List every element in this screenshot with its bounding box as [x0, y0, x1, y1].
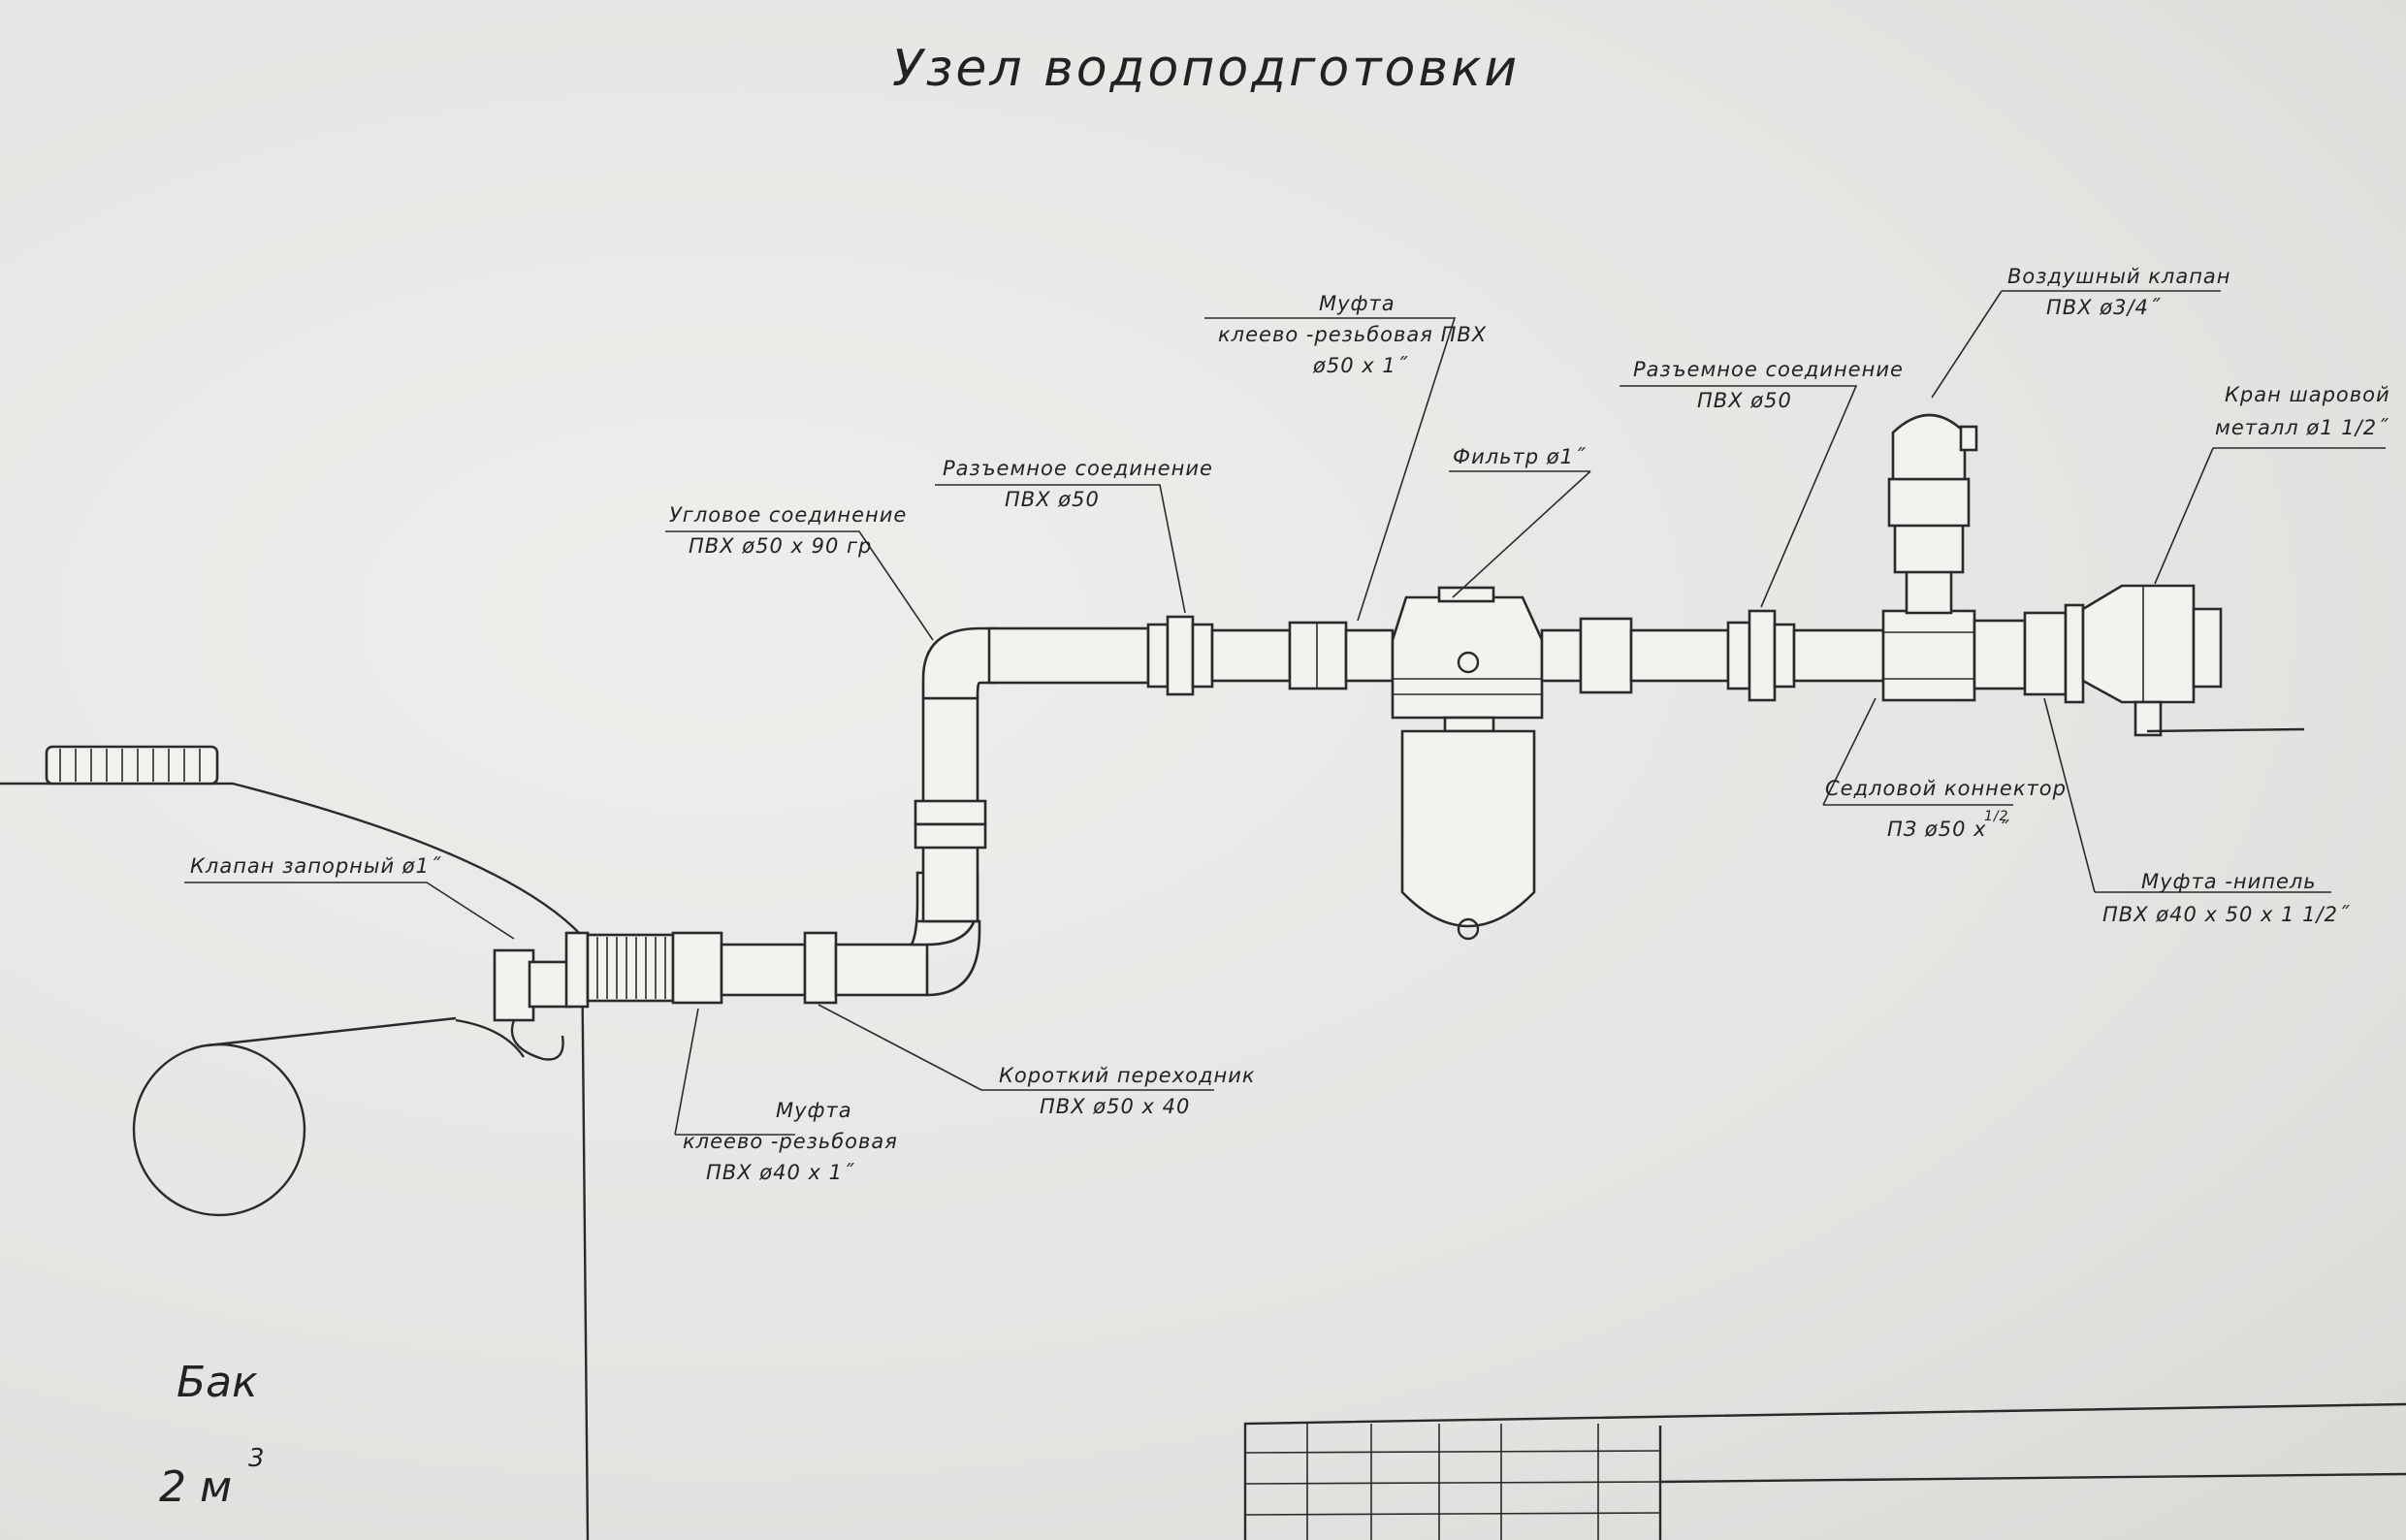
- riser: [909, 626, 999, 997]
- riser-union-top: [914, 799, 987, 826]
- callout-air-valve-l2: ПВХ ø3/4˝: [2046, 296, 2161, 319]
- callout-shutoff-valve: Клапан запорный ø1˝: [190, 854, 441, 878]
- callout-short-adapter-l1: Короткий переходник: [999, 1064, 1256, 1087]
- tank-volume-sup: 3: [248, 1444, 266, 1473]
- callout-saddle-l1: Седловой коннектор: [1825, 777, 2067, 800]
- callout-ball-valve-l1: Кран шаровой: [2225, 383, 2390, 406]
- float-ball: [132, 1043, 306, 1217]
- tank-label: Бак: [176, 1358, 258, 1407]
- callout-elbow-l2: ПВХ ø50 x 90 гр: [689, 534, 872, 558]
- union-2: [1748, 609, 1777, 702]
- callout-coupling-40-l2: клеево -резьбовая: [683, 1130, 898, 1153]
- title-block: [1243, 1402, 2406, 1540]
- callout-union-1-l2: ПВХ ø50: [1005, 488, 1100, 511]
- callout-ball-valve-l2: металл ø1 1/2˝: [2215, 416, 2389, 439]
- leader-lines: [184, 290, 2386, 1136]
- callout-nipple-l2: ПВХ ø40 x 50 x 1 1/2˝: [2102, 903, 2350, 926]
- callout-union-2-l1: Разъемное соединение: [1633, 358, 1904, 381]
- callout-saddle-tail: ˝: [1998, 818, 2009, 841]
- air-valve: [1887, 413, 1978, 615]
- threaded-nipple: [586, 933, 675, 1003]
- callout-nipple-l1: Муфта -нипель: [2141, 870, 2317, 893]
- tank-volume: 2 м: [159, 1462, 232, 1512]
- tank-lid: [45, 745, 219, 786]
- drawing-title: Узел водоподготовки: [892, 40, 1520, 98]
- tank-wall: [580, 935, 590, 1540]
- callout-air-valve-l1: Воздушный клапан: [2007, 265, 2231, 288]
- lower-pipe-run: [586, 931, 929, 1005]
- callout-union-2-l2: ПВХ ø50: [1697, 389, 1792, 412]
- coupling-40: [671, 931, 723, 1005]
- union-1: [1166, 615, 1195, 696]
- callout-coupling-50-l3: ø50 x 1˝: [1312, 354, 1408, 377]
- callout-coupling-40-l1: Муфта: [776, 1099, 852, 1122]
- callout-coupling-50-l2: клеево -резьбовая ПВХ: [1218, 323, 1487, 346]
- callout-short-adapter-l2: ПВХ ø50 x 40: [1040, 1095, 1190, 1118]
- float-arm: [207, 1016, 457, 1047]
- callouts: Клапан запорный ø1˝ Муфта клеево -резьбо…: [190, 265, 2390, 1184]
- upper-pipe-run: [987, 413, 2305, 941]
- callout-saddle-sup: 1/2: [1984, 809, 2009, 824]
- nipple-coupling: [2023, 611, 2068, 696]
- short-adapter: [803, 931, 838, 1005]
- callout-filter: Фильтр ø1˝: [1453, 445, 1586, 468]
- callout-coupling-40-l3: ПВХ ø40 x 1˝: [706, 1161, 854, 1184]
- callout-saddle-l2: ПЗ ø50 x: [1887, 818, 1987, 841]
- tank: Бак 2 м 3: [0, 745, 590, 1540]
- saddle-connector: [1881, 609, 1976, 702]
- callout-union-1-l1: Разъемное соединение: [943, 457, 1213, 480]
- shutoff-valve: [455, 931, 590, 1061]
- filter: [1391, 586, 1544, 941]
- ball-valve: [2081, 584, 2305, 737]
- coupling-50: [1288, 621, 1348, 690]
- riser-union-bottom: [914, 822, 987, 850]
- callout-elbow-l1: Угловое соединение: [669, 503, 907, 527]
- callout-coupling-50-l1: Муфта: [1319, 292, 1395, 315]
